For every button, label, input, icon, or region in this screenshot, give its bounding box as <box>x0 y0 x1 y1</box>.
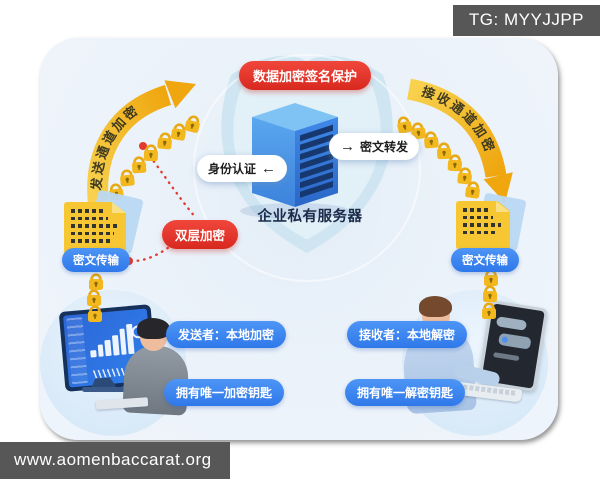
receive-arrow-head <box>483 172 513 203</box>
arrow-right-icon: → <box>340 137 355 155</box>
data-signature-badge: 数据加密签名保护 <box>239 61 372 90</box>
sender-key-pill: 拥有唯一加密钥匙 <box>164 379 285 406</box>
receiver-illustration <box>396 288 556 438</box>
sender-role-pill: 发送者：本地加密 <box>166 321 287 348</box>
send-arrow-head <box>164 80 196 109</box>
monitor-base <box>82 387 126 392</box>
server-label: 企业私有服务器 <box>257 209 363 225</box>
data-signature-badge-label: 数据加密签名保护 <box>253 69 358 84</box>
receiver-role-pill: 接收者：本地解密 <box>347 321 468 348</box>
identity-auth-label: 身份认证 <box>208 162 257 176</box>
connector-dot <box>139 142 147 150</box>
cipher-forward-label: 密文转发 <box>360 140 409 154</box>
padlock-icon <box>85 289 103 308</box>
double-encryption-label: 双层加密 <box>175 229 226 243</box>
padlock-icon <box>394 114 415 136</box>
receiver-key-pill: 拥有唯一解密钥匙 <box>345 379 466 406</box>
sender-cipher-document <box>60 189 144 258</box>
shield-ring <box>193 54 421 282</box>
server-slots <box>300 124 333 198</box>
cipher-forward-pill: → 密文转发 <box>329 133 420 160</box>
padlock-icon <box>155 131 174 151</box>
sender-role-label: 发送者：本地加密 <box>178 328 275 342</box>
padlock-icon <box>142 144 160 163</box>
sender-key-label: 拥有唯一加密钥匙 <box>176 386 273 400</box>
receiver-cipher-document <box>450 192 527 254</box>
receiver-transmission-pill: 密文传输 <box>451 248 519 272</box>
padlock-icon <box>87 273 105 292</box>
sender-person-head <box>137 318 170 351</box>
receiver-transmission-label: 密文传输 <box>462 255 508 267</box>
padlock-icon <box>169 122 189 143</box>
padlock-icon <box>482 269 500 288</box>
padlock-icon <box>118 168 137 188</box>
arrow-left-icon: ← <box>261 159 277 177</box>
document-front-sheet <box>456 201 510 249</box>
receiver-role-label: 接收者：本地解密 <box>359 328 456 342</box>
padlock-icon <box>435 142 453 161</box>
tg-badge: TG: MYYJJPP <box>452 5 600 36</box>
padlock-icon <box>481 285 499 304</box>
padlock-icon <box>182 113 203 135</box>
padlock-icon <box>480 302 498 321</box>
sender-transmission-label: 密文传输 <box>73 255 119 267</box>
identity-auth-pill: 身份认证 ← <box>197 155 288 182</box>
cipher-text-rows <box>463 208 503 238</box>
padlock-icon <box>86 305 104 324</box>
document-front-sheet <box>64 202 126 254</box>
watermark: www.aomenbaccarat.org <box>0 442 230 479</box>
sender-illustration <box>38 286 198 438</box>
double-encryption-badge: 双层加密 <box>162 220 239 249</box>
document-fold <box>496 201 510 212</box>
sender-transmission-pill: 密文传输 <box>62 248 130 272</box>
receiver-key-label: 拥有唯一解密钥匙 <box>357 386 454 400</box>
cipher-text-rows <box>71 209 119 247</box>
